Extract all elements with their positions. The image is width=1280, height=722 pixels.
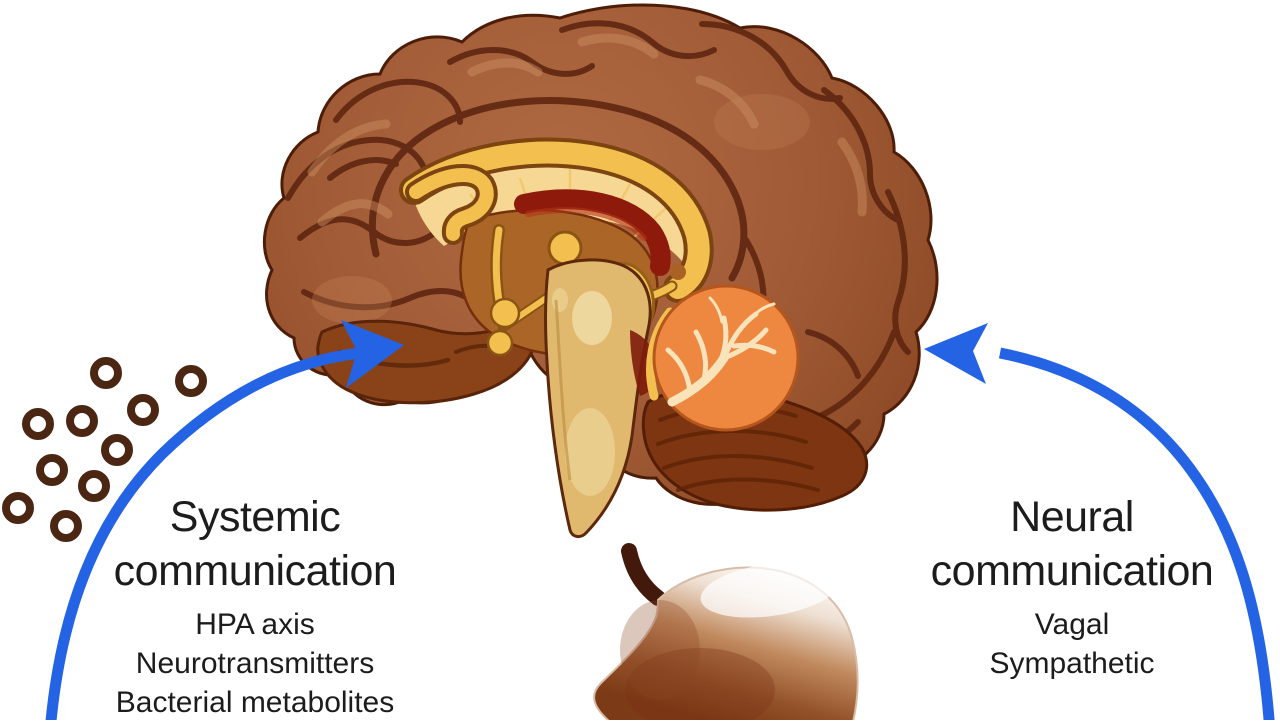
stomach-highlight — [700, 562, 840, 618]
systemic-heading-line2: communication — [113, 547, 397, 595]
deep-red-sheen — [525, 207, 647, 241]
metabolite-ring-icon — [22, 408, 54, 440]
deep-red-crescent — [514, 189, 671, 276]
metabolite-ring-icon — [101, 434, 133, 466]
systemic-arrow-head — [341, 320, 404, 388]
systemic-item-bacterial-metabolites: Bacterial metabolites — [115, 686, 395, 719]
metabolite-dots-cluster — [2, 357, 207, 542]
systemic-heading-line1: Systemic — [169, 493, 341, 541]
neural-heading-line1: Neural — [1010, 493, 1134, 541]
stomach-illustration — [593, 543, 859, 720]
metabolite-ring-icon — [36, 454, 68, 486]
cerebrum-sheen — [714, 94, 810, 150]
cerebrum-sheen — [312, 276, 392, 324]
metabolite-ring-icon — [66, 405, 98, 437]
systemic-heading: Systemic communication — [75, 490, 435, 598]
neural-arrow-head — [924, 323, 988, 384]
metabolite-ring-icon — [127, 394, 159, 426]
corpus-callosum — [399, 137, 714, 303]
neural-heading-line2: communication — [930, 547, 1214, 595]
systemic-arrow-shaft — [45, 347, 361, 720]
neural-arrow — [924, 323, 1275, 720]
cerebrum-highlights — [307, 33, 867, 227]
systemic-item-hpa-axis: HPA axis — [195, 608, 315, 641]
brain-illustration — [262, 3, 939, 539]
neural-communication-label: Neural communication Vagal Sympathetic — [892, 490, 1252, 683]
neural-heading: Neural communication — [892, 490, 1252, 598]
arbor-vitae — [665, 296, 777, 407]
neural-item-vagal: Vagal — [1034, 608, 1110, 641]
metabolite-ring-icon — [2, 492, 34, 524]
brainstem — [544, 258, 652, 539]
metabolite-ring-icon — [90, 357, 122, 389]
neural-item-sympathetic: Sympathetic — [989, 647, 1155, 680]
metabolite-ring-icon — [175, 365, 207, 397]
systemic-arrow — [45, 320, 404, 720]
neural-items: Vagal Sympathetic — [892, 605, 1252, 683]
stomach-shading — [620, 600, 700, 700]
neural-arrow-shaft — [998, 347, 1275, 720]
esophagus — [621, 543, 666, 606]
systemic-items: HPA axis Neurotransmitters Bacterial met… — [75, 605, 435, 722]
systemic-communication-label: Systemic communication HPA axis Neurotra… — [75, 490, 435, 722]
systemic-item-neurotransmitters: Neurotransmitters — [135, 647, 375, 680]
metabolite-ring-icon — [78, 470, 110, 502]
pituitary-gland — [486, 297, 521, 357]
stomach-shading — [625, 648, 775, 720]
cerebellum — [641, 284, 869, 512]
interthalamic-adhesion — [547, 230, 583, 266]
metabolite-ring-icon — [50, 510, 82, 542]
